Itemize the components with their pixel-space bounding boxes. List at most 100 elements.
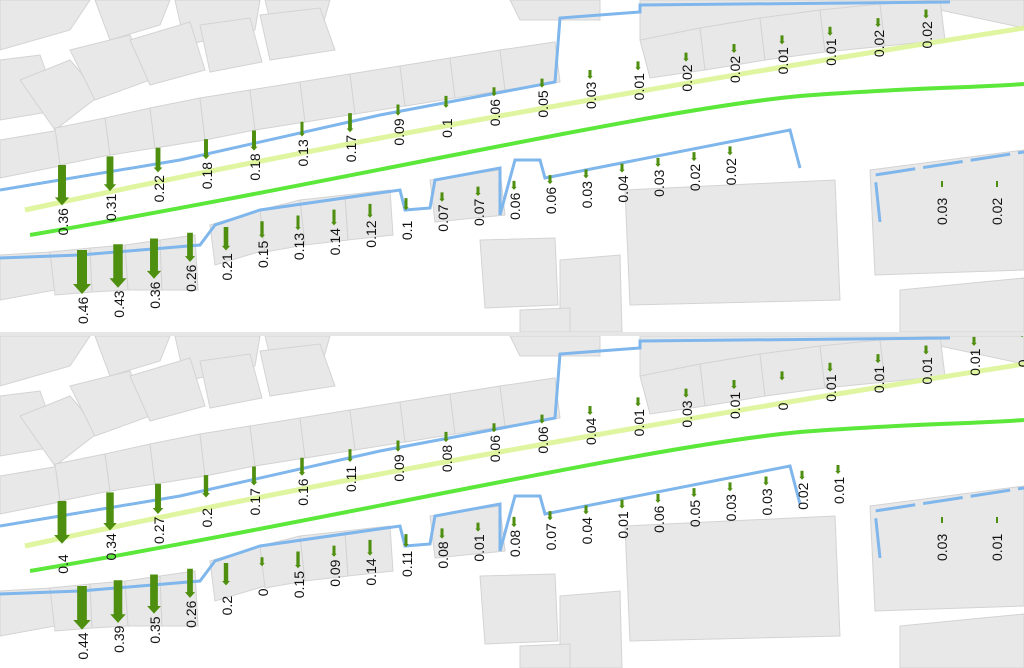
arrow-down-icon	[827, 362, 833, 372]
value-label: 0.4	[55, 554, 71, 574]
facade-line-lower	[0, 128, 802, 260]
building-footprint	[149, 433, 206, 485]
arrow-down-icon	[331, 545, 337, 557]
arrow-down-icon	[475, 522, 481, 532]
arrow-down-icon	[347, 449, 353, 463]
value-label: 0.1	[439, 118, 455, 138]
value-label: 0.01	[967, 348, 983, 375]
value-label: 0.01	[823, 38, 839, 65]
arrow-down-icon	[779, 35, 785, 45]
value-label: 0.2	[199, 508, 215, 528]
value-label: 0.06	[651, 505, 667, 532]
building-footprint	[129, 357, 206, 422]
value-label: 0.09	[327, 559, 343, 586]
facade-line-upper	[0, 336, 951, 528]
value-label: 0.35	[147, 616, 163, 643]
value-label: 0.34	[103, 533, 119, 560]
building-footprint	[0, 0, 91, 51]
arrow-down-icon	[259, 557, 265, 567]
value-label: 0.17	[343, 135, 359, 162]
arrow-down-icon	[395, 440, 401, 452]
arrow-down-icon	[295, 551, 301, 569]
arrow-down-icon	[54, 501, 70, 544]
value-label: 0.06	[507, 192, 523, 219]
building-footprint	[199, 89, 256, 141]
arrow-down-icon	[619, 499, 625, 509]
value-label: 0.02	[679, 64, 695, 91]
arrow-down-icon	[683, 388, 689, 398]
value-label: 0.07	[543, 523, 559, 550]
arrow-down-icon	[731, 380, 737, 390]
value-label: 0.01	[989, 534, 1005, 561]
arrow-down-icon	[295, 215, 301, 231]
value-label: 0.03	[651, 169, 667, 196]
value-label: 0.01	[823, 374, 839, 401]
arrow-down-icon	[475, 186, 481, 196]
arrow-down-icon	[727, 482, 733, 492]
arrow-down-icon	[875, 354, 881, 364]
building-footprint	[249, 417, 306, 467]
streets-layer	[24, 25, 1024, 237]
facade-line-lower	[0, 464, 802, 596]
arrow-down-icon	[202, 139, 210, 160]
value-label: 0.03	[934, 534, 950, 561]
value-label: 0.01	[471, 534, 487, 561]
arrow-down-icon	[547, 511, 553, 521]
building-footprint	[509, 0, 601, 21]
building-footprint	[479, 573, 559, 645]
building-footprint	[879, 0, 946, 47]
building-footprint	[129, 21, 206, 86]
arrow-down-icon	[587, 405, 593, 415]
value-label: 0.39	[111, 625, 127, 652]
building-footprint	[519, 307, 571, 332]
building-footprint	[149, 97, 206, 149]
value-label: 0.11	[399, 551, 415, 577]
value-label: 0.46	[75, 297, 91, 324]
building-footprint	[0, 251, 56, 301]
arrow-down-icon	[547, 175, 553, 185]
value-label: 0.03	[759, 488, 775, 515]
arrow-down-icon	[779, 371, 785, 381]
value-label: 0.05	[687, 500, 703, 527]
arrow-down-icon	[299, 121, 305, 137]
facade-line-right	[873, 150, 1024, 223]
arrow-down-icon	[110, 580, 126, 623]
value-label: 0.03	[579, 181, 595, 208]
building-footprint	[199, 353, 263, 409]
value-label: 0.03	[679, 400, 695, 427]
buildings-layer	[0, 0, 1024, 332]
building-footprint	[449, 385, 506, 435]
arrow-down-icon	[152, 483, 164, 514]
building-footprint	[259, 7, 336, 61]
buildings-layer	[0, 336, 1024, 668]
value-label: 0.13	[291, 233, 307, 260]
value-label: 0.44	[75, 632, 91, 659]
building-footprint	[0, 587, 56, 637]
building-footprint	[759, 9, 826, 61]
arrow-down-icon	[691, 488, 697, 498]
value-label: 0.03	[723, 494, 739, 521]
building-footprint	[54, 117, 111, 166]
arrow-down-icon	[635, 61, 641, 71]
arrow-down-icon	[827, 26, 833, 36]
value-label: 0.08	[439, 445, 455, 472]
arrow-down-icon	[923, 345, 929, 355]
value-label: 0.06	[535, 426, 551, 453]
building-footprint	[0, 129, 66, 179]
arrow-down-icon	[587, 69, 593, 79]
value-label: 0.08	[435, 541, 451, 568]
value-label: 0.43	[111, 290, 127, 317]
value-label: 0.02	[871, 30, 887, 57]
building-footprint	[299, 409, 356, 459]
arrow-down-icon	[184, 232, 196, 262]
arrow-down-icon	[971, 336, 977, 346]
building-footprint	[54, 453, 111, 502]
value-label: 0.02	[727, 56, 743, 83]
building-footprint	[869, 149, 1024, 276]
value-label: 0.01	[615, 511, 631, 538]
